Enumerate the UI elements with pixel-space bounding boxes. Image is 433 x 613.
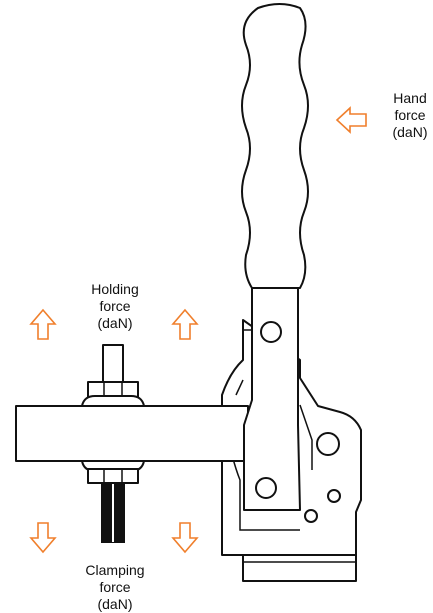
hand-force-label-line-1: Hand <box>393 90 427 106</box>
handle-grip <box>241 3 309 289</box>
holding-force-label-line-3: (daN) <box>97 315 133 331</box>
clamping-force-arrow-right-icon <box>171 522 199 554</box>
frame-slot <box>299 404 313 470</box>
handle-link <box>243 284 301 511</box>
clamping-force-label-line-1: Clamping <box>85 562 145 578</box>
mounting-hole-left <box>304 509 318 523</box>
mounting-hole-right <box>327 489 341 503</box>
clamp-arm <box>15 405 249 462</box>
holding-force-label: Holding force (daN) <box>70 281 160 332</box>
holding-force-arrow-right-icon <box>171 308 199 340</box>
lower-hex-nut <box>87 468 139 484</box>
upper-pivot-pin <box>260 321 282 343</box>
clamping-force-label-line-2: force <box>99 579 131 595</box>
clamping-force-arrow-left-icon <box>29 522 57 554</box>
holding-force-label-line-2: force <box>99 298 131 314</box>
hand-force-label: Hand force (daN) <box>380 90 433 141</box>
upper-washer <box>81 395 145 407</box>
clamping-force-label-line-3: (daN) <box>97 596 133 612</box>
frame-notch-lower <box>235 379 244 396</box>
holding-force-arrow-left-icon <box>29 308 57 340</box>
frame-pivot-pin <box>316 432 340 456</box>
lower-pivot-pin <box>255 477 277 499</box>
hand-force-label-line-2: force <box>394 107 426 123</box>
clamping-force-label: Clamping force (daN) <box>70 562 160 613</box>
hand-force-label-line-3: (daN) <box>392 124 428 140</box>
hand-force-arrow-icon <box>335 106 367 134</box>
holding-force-label-line-1: Holding <box>91 281 139 297</box>
base-plate <box>242 554 357 582</box>
